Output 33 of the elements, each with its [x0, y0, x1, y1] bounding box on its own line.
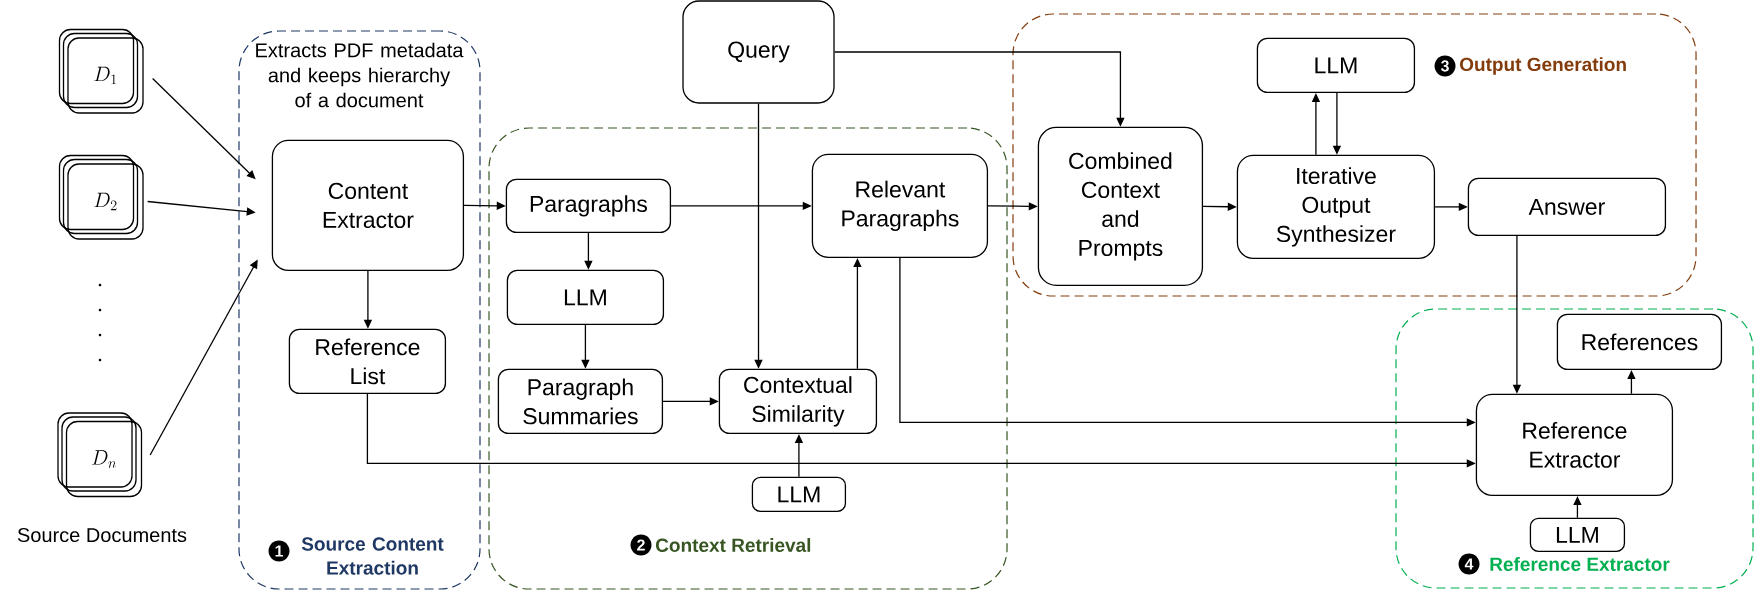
- process-box: Answer: [1467, 177, 1667, 237]
- process-box: LLM: [751, 476, 847, 513]
- document-stack: $D_{2}$: [58, 154, 144, 240]
- document-stack: $D_{1}$: [58, 28, 144, 114]
- dashed-group: [1395, 308, 1754, 589]
- caption-text: Source Documents: [17, 527, 187, 543]
- group-title: Output Generation: [1460, 57, 1626, 75]
- step-number: 3: [1434, 55, 1456, 77]
- dashed-group: [1012, 13, 1697, 297]
- step-number: 2: [630, 534, 652, 556]
- step-number: 1: [268, 540, 290, 562]
- group-title: Source Content Extraction: [301, 537, 444, 575]
- process-box: Reference Extractor: [1475, 393, 1674, 497]
- dashed-group: [488, 127, 1008, 590]
- process-box: Content Extractor: [271, 139, 465, 272]
- dashed-group: [238, 30, 481, 590]
- process-box: Paragraphs: [505, 178, 672, 234]
- document-stack: $D_{n}$: [57, 412, 143, 498]
- process-box: References: [1556, 313, 1723, 371]
- process-box: LLM: [506, 269, 665, 326]
- process-box: Contextual Similarity: [718, 368, 878, 435]
- step-number: 4: [1458, 553, 1480, 575]
- process-box: Paragraph Summaries: [497, 368, 664, 435]
- process-box: LLM: [1256, 37, 1416, 94]
- process-box: Combined Context and Prompts: [1037, 126, 1204, 287]
- process-box: Iterative Output Synthesizer: [1236, 154, 1436, 260]
- process-box: Reference List: [288, 328, 447, 395]
- process-box: Relevant Paragraphs: [811, 153, 989, 259]
- group-title: Reference Extractor: [1490, 557, 1670, 571]
- group-title: Context Retrieval: [656, 538, 811, 552]
- note-text: Extracts PDF metadata and keeps hierarchy of a document: [256, 42, 464, 108]
- process-box: LLM: [1529, 517, 1626, 553]
- process-box: Query: [682, 0, 835, 104]
